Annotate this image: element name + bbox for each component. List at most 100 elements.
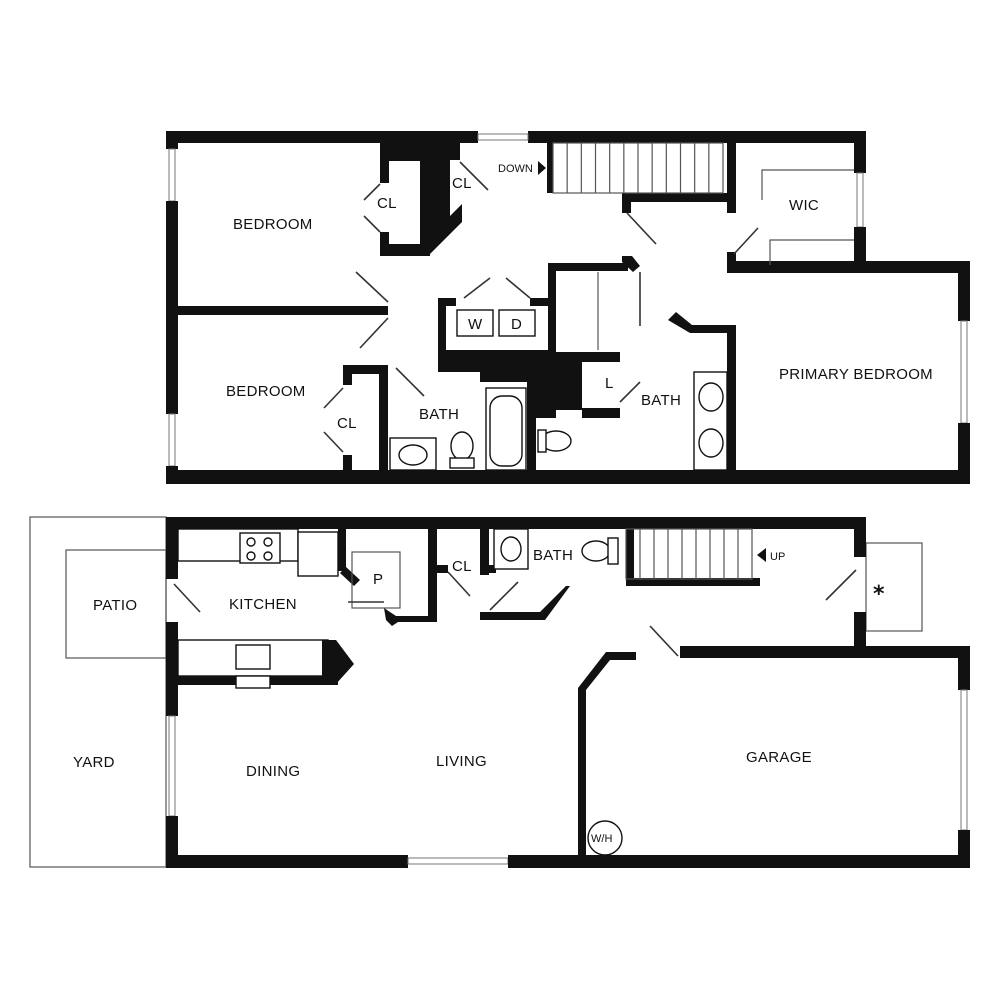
upper-wall-right-a xyxy=(958,261,970,321)
room-label-closet-hall: CL xyxy=(452,175,472,192)
lower-window-left xyxy=(168,715,176,817)
hall-bath-toilet-tank xyxy=(449,457,475,469)
room-label-living: LIVING xyxy=(436,753,487,770)
patio-outline xyxy=(65,549,167,659)
upper-window-left-2 xyxy=(168,413,176,467)
garage-wall-right-b xyxy=(958,830,970,868)
door-wic xyxy=(733,227,759,255)
water-heater-label: W/H xyxy=(591,833,612,845)
primary-bath-toilet-tank xyxy=(537,429,547,453)
wall-hall-closet-wedge xyxy=(430,143,462,254)
wall-closet-right xyxy=(480,529,489,575)
door-bed1-closet-b xyxy=(363,215,381,233)
lower-wall-bottom-a xyxy=(166,855,408,868)
wall-closet-left xyxy=(428,565,448,573)
wall-wic-left xyxy=(727,143,736,213)
burner-3 xyxy=(246,551,256,561)
door-linen xyxy=(619,381,641,403)
hall-bath-toilet-icon xyxy=(450,431,474,461)
water-heater xyxy=(587,820,623,856)
wall-closet-right xyxy=(420,143,430,256)
door-stair-hall xyxy=(626,212,657,245)
wall-pantry-bottom xyxy=(384,608,437,626)
door-laundry-2 xyxy=(505,277,531,299)
lower-stairs xyxy=(625,528,753,580)
garage-wall-left xyxy=(578,652,636,858)
room-label-closet-bed1: CL xyxy=(377,195,397,212)
wall-wic-left-b xyxy=(727,252,736,273)
entry-asterisk-icon: * xyxy=(873,582,885,607)
stair-down-arrow-icon xyxy=(538,161,546,175)
half-bath-toilet-tank xyxy=(607,537,619,565)
wall-bed1-closet-b xyxy=(380,232,389,256)
wall-bed2-closet-left-b xyxy=(343,455,352,475)
washer-label: W xyxy=(468,316,483,333)
room-label-primary-bath: BATH xyxy=(641,392,681,409)
refrigerator-icon xyxy=(297,531,339,577)
door-laundry-1 xyxy=(463,277,491,299)
lower-wall-left-b xyxy=(166,622,178,716)
burner-1 xyxy=(246,537,256,547)
stair-up-arrow-icon xyxy=(757,548,766,562)
pantry-outline xyxy=(351,551,401,609)
room-label-primary-bedroom: PRIMARY BEDROOM xyxy=(779,366,933,383)
upper-wall-right-b xyxy=(958,423,970,484)
wall-pantry-right xyxy=(428,529,437,620)
wall-stair-bottom xyxy=(622,193,732,202)
bathtub-basin-icon xyxy=(489,395,523,467)
wall-primary-bath-angle xyxy=(668,312,736,333)
wall-hallbath-right xyxy=(527,382,536,475)
wic-shelf xyxy=(761,169,854,200)
room-label-dining: DINING xyxy=(246,763,300,780)
wall-closet-block xyxy=(388,143,428,161)
wall-core-block xyxy=(438,265,620,418)
room-label-bath: BATH xyxy=(533,547,573,564)
hall-bath-sink-icon xyxy=(398,444,428,466)
burner-4 xyxy=(263,551,273,561)
entry-outline xyxy=(865,542,923,632)
upper-window-wic xyxy=(856,172,864,228)
wall-laundry-top xyxy=(438,298,456,306)
wall-linen-bottom xyxy=(582,408,620,418)
lower-wall-bottom-b xyxy=(508,855,970,868)
half-bath-toilet-icon xyxy=(581,540,611,562)
room-label-closet: CL xyxy=(452,558,472,575)
primary-bath-sink-2-icon xyxy=(698,428,724,458)
dryer-label: D xyxy=(511,316,522,333)
room-label-linen: L xyxy=(605,375,614,392)
door-bed1-closet xyxy=(363,183,381,201)
lower-wall-left-a xyxy=(166,517,178,579)
wall-primary-bath-corner xyxy=(622,256,640,272)
door-bed2-closet xyxy=(323,387,344,409)
door-half-bath xyxy=(489,581,519,611)
upper-stairs xyxy=(552,142,724,194)
door-bed1 xyxy=(355,271,389,303)
wall-bed2-closet-top xyxy=(343,365,388,374)
lower-wall-top xyxy=(166,517,866,529)
wall-bed2-closet-right xyxy=(379,365,388,475)
lower-window-bottom xyxy=(407,857,509,865)
upper-wall-top-left xyxy=(166,131,478,143)
door-bed2 xyxy=(359,317,389,349)
room-label-closet-bed2: CL xyxy=(337,415,357,432)
room-label-wic: WIC xyxy=(789,197,819,214)
upper-floor: W D DOWN xyxy=(166,131,970,484)
wall-stair-bottom-stub xyxy=(622,193,631,213)
room-label-bedroom-2: BEDROOM xyxy=(226,383,306,400)
upper-wall-left-a xyxy=(166,131,178,149)
stair-down-label: DOWN xyxy=(498,163,533,175)
wall-primary-bath-right xyxy=(727,325,736,475)
lower-wall-right-entry xyxy=(854,517,866,557)
lower-stair-outline xyxy=(625,528,753,580)
primary-bath-sink-1-icon xyxy=(698,382,724,412)
wall-laundry-top-r xyxy=(530,298,548,306)
wall-bed2-closet-left xyxy=(343,365,352,385)
lower-wall-right-entry-b xyxy=(854,612,866,652)
upper-wall-bottom xyxy=(166,470,970,484)
kitchen-sink-cabinet xyxy=(235,675,271,689)
yard-outline xyxy=(29,516,167,868)
room-label-hall-bath: BATH xyxy=(419,406,459,423)
wall-bed1-closet xyxy=(380,143,389,183)
kitchen-sink-icon xyxy=(235,644,271,670)
wall-bedrooms-divider xyxy=(178,306,388,315)
